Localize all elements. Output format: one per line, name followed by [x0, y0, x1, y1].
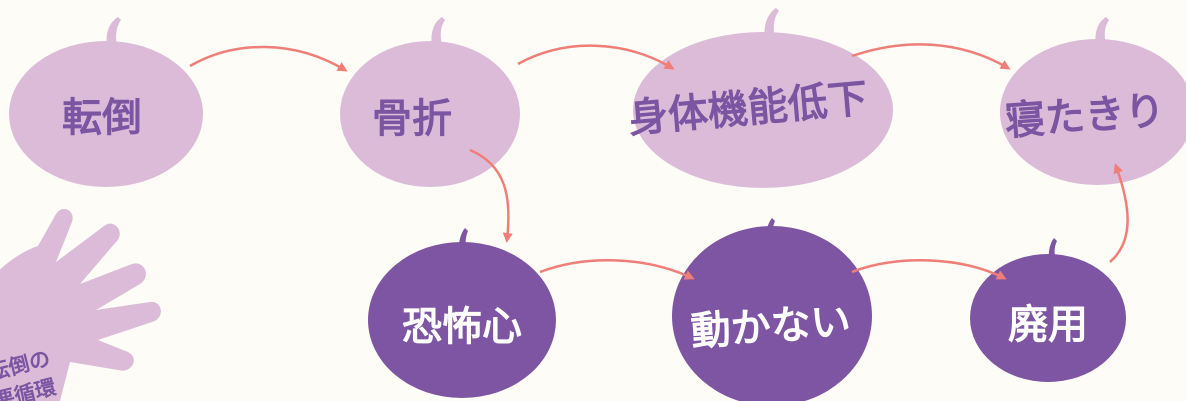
- pumpkin-body: [633, 32, 893, 188]
- node-kossetsu: 骨折: [340, 17, 520, 187]
- pumpkin-body: [970, 254, 1126, 382]
- flow-arrows: [189, 43, 1129, 280]
- pumpkin-body: [9, 41, 203, 187]
- node-shintai: 身体機能低下: [626, 8, 893, 188]
- pumpkin-stem: [764, 8, 779, 40]
- pumpkin-body: [368, 242, 556, 398]
- node-label-kyoufu: 恐怖心: [402, 304, 522, 350]
- pumpkin-stem: [431, 17, 445, 46]
- arrow-haiyou-netakiri: [1109, 163, 1129, 263]
- pumpkin-body: [672, 226, 872, 401]
- arrow-kyoufu-ugokanai: [539, 259, 695, 280]
- hand-illustration: 転倒の 悪循環: [0, 208, 161, 401]
- arrow-tentou-kossetsu: [189, 45, 348, 72]
- node-haiyou: 廃用: [970, 238, 1126, 382]
- arrow-kossetsu-shintai: [517, 44, 675, 70]
- node-label-haiyou: 廃用: [1008, 302, 1088, 348]
- arrow-kossetsu-kyoufu: [469, 148, 513, 243]
- arrow-shintai-netakiri: [851, 43, 1011, 70]
- node-label-ugokanai: 動かない: [689, 298, 852, 355]
- pumpkin-stem: [1095, 17, 1109, 46]
- pumpkin-stem: [106, 17, 121, 46]
- node-ugokanai: 動かない: [672, 218, 872, 401]
- node-kyoufu: 恐怖心: [368, 228, 556, 398]
- node-label-kossetsu: 骨折: [372, 96, 452, 142]
- pumpkin-body: [1000, 39, 1186, 185]
- node-netakiri: 寝たきり: [1000, 17, 1186, 185]
- arrow-ugokanai-haiyou: [851, 259, 1007, 280]
- node-label-tentou: 転倒: [62, 95, 142, 141]
- node-label-netakiri: 寝たきり: [1004, 88, 1167, 145]
- pumpkin-body: [340, 41, 520, 187]
- node-tentou: 転倒: [9, 17, 203, 187]
